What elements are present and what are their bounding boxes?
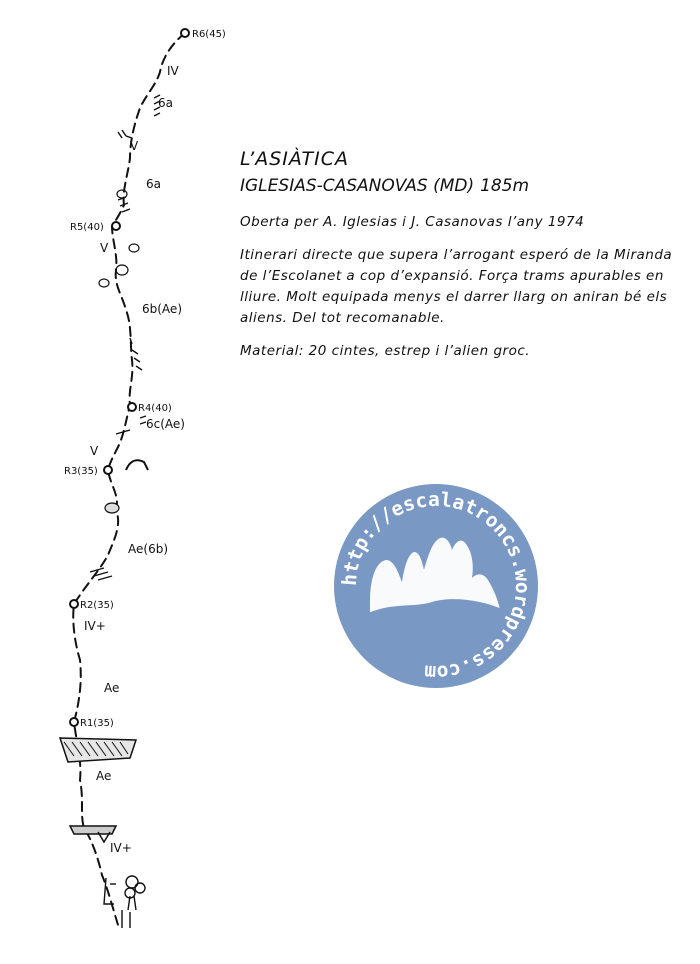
route-opened-by: Oberta per A. Iglesias i J. Casanovas l’… bbox=[240, 214, 585, 230]
boulder-icon bbox=[128, 243, 140, 253]
belay-label: R1(35) bbox=[80, 718, 114, 729]
grade-label: Ae(6b) bbox=[128, 542, 168, 556]
belay-ring-icon bbox=[69, 599, 79, 609]
belay-label: R6(45) bbox=[192, 29, 226, 40]
grade-label: Ae bbox=[104, 681, 119, 695]
route-subtitle: IGLESIAS-CASANOVAS (MD)185m bbox=[240, 176, 680, 196]
route-name: IGLESIAS-CASANOVAS (MD) bbox=[240, 176, 475, 196]
route-info: L’ASIÀTICA IGLESIAS-CASANOVAS (MD)185m O… bbox=[240, 148, 680, 374]
belay-ring-icon bbox=[111, 221, 121, 231]
belay-ring-icon bbox=[103, 465, 113, 475]
boulder-icon bbox=[116, 189, 128, 199]
belay-label: R2(35) bbox=[80, 600, 114, 611]
belay-ring-icon bbox=[180, 28, 190, 38]
grade-label: IV bbox=[167, 64, 180, 78]
boulder-icon bbox=[98, 278, 110, 288]
boulder-icon bbox=[115, 264, 129, 276]
belay-label: R4(40) bbox=[138, 403, 172, 414]
belay-label: R3(35) bbox=[64, 466, 98, 477]
belay-ring-icon bbox=[127, 402, 137, 412]
grade-label: IV+ bbox=[84, 619, 106, 633]
ledge-icon bbox=[68, 825, 118, 835]
grade-label: 6a bbox=[146, 177, 161, 191]
route-topo-diagram: R6(45) R5(40) R4(40) R3(35) R2(35) R1(35… bbox=[58, 28, 226, 928]
boulder-icon bbox=[104, 502, 120, 514]
grade-label: 6c(Ae) bbox=[146, 417, 185, 431]
grade-label: V bbox=[90, 444, 99, 458]
tree-icon bbox=[103, 875, 146, 928]
grade-label: IV+ bbox=[110, 841, 132, 855]
grade-label: 6b(Ae) bbox=[142, 302, 182, 316]
grade-label: V bbox=[100, 241, 109, 255]
belay-ring-icon bbox=[69, 717, 79, 727]
belay-label: R5(40) bbox=[70, 222, 104, 233]
watermark-logo: http://escalatroncs.wordpress.com bbox=[334, 484, 538, 688]
mountain-silhouette-icon bbox=[370, 537, 500, 614]
bolt-marks bbox=[89, 94, 161, 581]
route-material: Material: 20 cintes, estrep i l’alien gr… bbox=[240, 343, 531, 359]
route-title: L’ASIÀTICA bbox=[240, 148, 349, 170]
route-description: Itinerari directe que supera l’arrogant … bbox=[240, 247, 673, 326]
route-length: 185m bbox=[480, 176, 530, 196]
grade-label: 6a bbox=[158, 96, 173, 110]
roof-icon bbox=[125, 459, 149, 471]
route-line bbox=[72, 32, 186, 926]
grade-label: V bbox=[130, 139, 139, 153]
grade-label: Ae bbox=[96, 769, 111, 783]
overhang-icon bbox=[58, 737, 138, 763]
